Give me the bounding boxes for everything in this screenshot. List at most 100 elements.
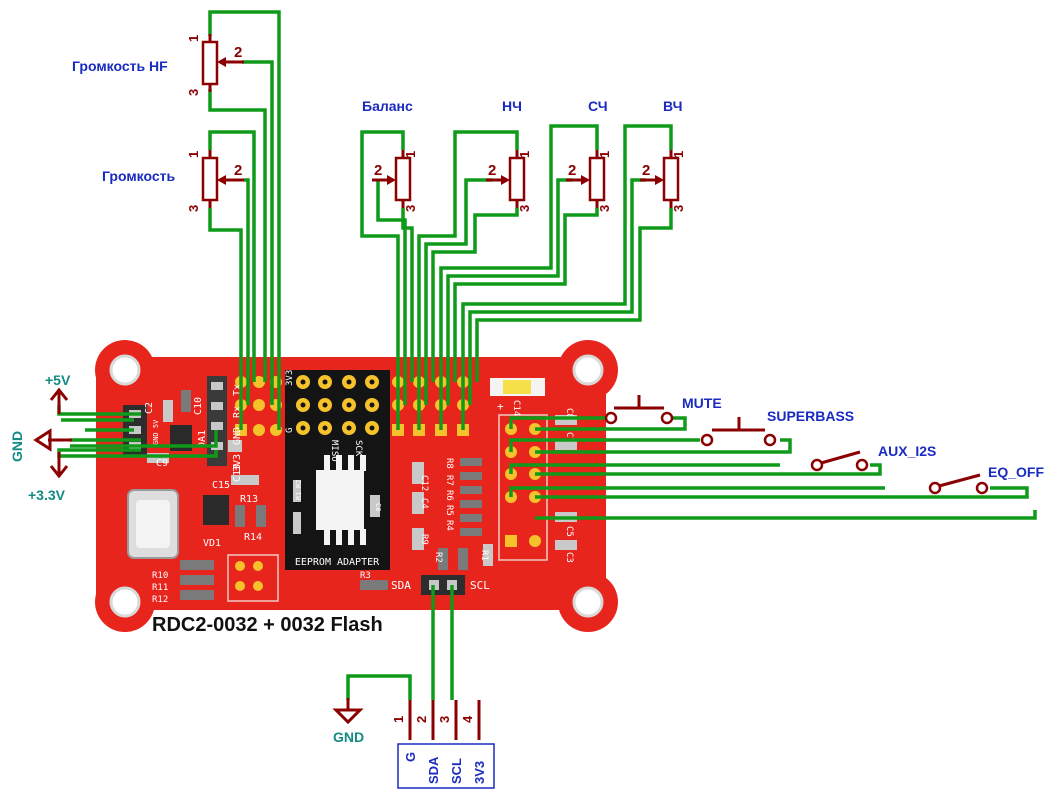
silk-r14: R14 xyxy=(244,532,262,543)
switch-label-aux-i2s: AUX_I2S xyxy=(878,443,936,459)
silk-plus: + xyxy=(497,400,504,413)
pot3-pin1: 1 xyxy=(517,151,532,158)
silk-c10: C10 xyxy=(193,397,204,415)
silk-r9: R9 xyxy=(419,534,429,545)
pot5-pin1: 1 xyxy=(671,151,686,158)
silk-c3: C3 xyxy=(564,552,574,563)
silk-r13: R13 xyxy=(240,494,258,505)
silk-adapter-r2: R2 xyxy=(295,480,303,488)
pot1-pin2: 2 xyxy=(234,162,242,179)
plus3v3-arrow-icon xyxy=(49,452,69,479)
silk-r6: R6 xyxy=(444,490,454,501)
pcb-board: C2 C10 C9 GND 5V DA1 C13 C15 R13 R14 VD1… xyxy=(95,340,618,632)
pot-balance xyxy=(372,150,412,208)
pot2-pin1: 1 xyxy=(403,151,418,158)
conn-pin-1: 1 xyxy=(391,716,406,723)
wires xyxy=(57,10,1037,700)
switch-mute xyxy=(604,395,674,425)
silk-c15: C15 xyxy=(212,480,230,491)
pot-label-mid: СЧ xyxy=(588,98,608,114)
switch-aux-i2s xyxy=(810,450,869,472)
switch-superbass xyxy=(700,417,777,447)
connector-pin-numbers: 1 2 3 4 xyxy=(391,715,475,723)
silk-adapter-c6: C6 xyxy=(374,503,382,511)
conn-name-g: G xyxy=(403,752,418,762)
pot4-pin2: 2 xyxy=(568,162,576,179)
connector xyxy=(397,700,495,789)
pot1-pin1: 1 xyxy=(186,151,201,158)
pot-label-bass: НЧ xyxy=(502,98,522,114)
silk-r2: R2 xyxy=(433,552,443,563)
silk-c4: C4 xyxy=(419,498,429,509)
silk-adapter-miso: MISO xyxy=(329,440,339,462)
silk-c2: C2 xyxy=(144,402,155,414)
silk-3v3: 3V3 xyxy=(232,454,243,472)
pot-label-balance: Баланс xyxy=(362,98,413,114)
switch-label-superbass: SUPERBASS xyxy=(767,408,854,424)
silk-r10: R10 xyxy=(152,571,168,581)
power-symbols xyxy=(33,387,364,725)
connector-pin-names: G SDA SCL 3V3 xyxy=(403,752,487,784)
conn-name-sda: SDA xyxy=(426,756,441,784)
pot2-pin3: 3 xyxy=(403,205,418,212)
pot4-pin3: 3 xyxy=(597,205,612,212)
adapter-pins xyxy=(296,375,379,435)
board-title: RDC2-0032 + 0032 Flash xyxy=(152,614,383,636)
pot-mid xyxy=(566,150,606,208)
conn-name-scl: SCL xyxy=(449,758,464,784)
silk-r7: R7 xyxy=(444,475,454,486)
pot0-pin3: 3 xyxy=(186,89,201,96)
pot-pin-numbers: 1 2 3 1 2 3 1 2 3 1 2 3 1 2 3 1 2 3 xyxy=(186,35,686,212)
silk-r4: R4 xyxy=(444,520,454,531)
silk-r1: R1 xyxy=(479,550,489,561)
pot-label-volume-hf: Громкость HF xyxy=(72,58,168,74)
silk-adapter-sck: SCK xyxy=(353,440,363,457)
label-plus3v3: +3.3V xyxy=(28,487,66,503)
label-plus5v: +5V xyxy=(45,372,71,388)
pot4-pin1: 1 xyxy=(597,151,612,158)
silk-r11: R11 xyxy=(152,583,168,593)
pot2-pin2: 2 xyxy=(374,162,382,179)
silk-gnd: GND xyxy=(232,427,243,445)
pot3-pin3: 3 xyxy=(517,205,532,212)
pot3-pin2: 2 xyxy=(488,162,496,179)
silk-adapter-r1: R1 xyxy=(295,492,303,500)
pot0-pin1: 1 xyxy=(186,35,201,42)
switch-symbols xyxy=(604,395,989,495)
pot0-pin2: 2 xyxy=(234,44,242,61)
silk-c9: C9 xyxy=(156,458,168,469)
silk-da1: DA1 xyxy=(197,430,208,448)
silk-r3: R3 xyxy=(360,571,371,581)
silk-c13: C13 xyxy=(232,464,243,482)
gnd-left-icon xyxy=(33,428,72,452)
silk-c8: C8 xyxy=(564,408,574,419)
potentiometer-symbols xyxy=(201,34,680,208)
adapter-label: EEPROM ADAPTER xyxy=(295,557,380,568)
silk-adapter-g: G xyxy=(285,428,295,433)
silk-r8: R8 xyxy=(444,458,454,469)
silk-c5: C5 xyxy=(564,526,574,537)
pot-volume-hf xyxy=(201,34,244,92)
switch-eq-off xyxy=(928,473,989,495)
silk-adapter-3v3: 3V3 xyxy=(285,370,295,386)
plus5v-arrow-icon xyxy=(49,387,69,414)
silk-tx: Tx xyxy=(232,384,243,396)
silk-r12: R12 xyxy=(152,595,168,605)
silk-sda: SDA xyxy=(391,579,411,592)
conn-pin-3: 3 xyxy=(437,716,452,723)
pot5-pin2: 2 xyxy=(642,162,650,179)
label-gnd-bottom: GND xyxy=(333,729,364,745)
pot-label-volume: Громкость xyxy=(102,168,176,184)
pot-label-treble: ВЧ xyxy=(663,98,682,114)
gnd-bottom-icon xyxy=(332,698,364,725)
silk-c7: C7 xyxy=(564,432,574,443)
pot1-pin3: 3 xyxy=(186,205,201,212)
silk-gnd5v: GND 5V xyxy=(152,419,160,445)
silk-vd1: VD1 xyxy=(203,538,221,549)
silk-c14: C14 xyxy=(511,400,521,416)
conn-pin-4: 4 xyxy=(460,715,475,723)
silk-r5: R5 xyxy=(444,505,454,516)
pot-treble xyxy=(640,150,680,208)
conn-pin-2: 2 xyxy=(414,716,429,723)
